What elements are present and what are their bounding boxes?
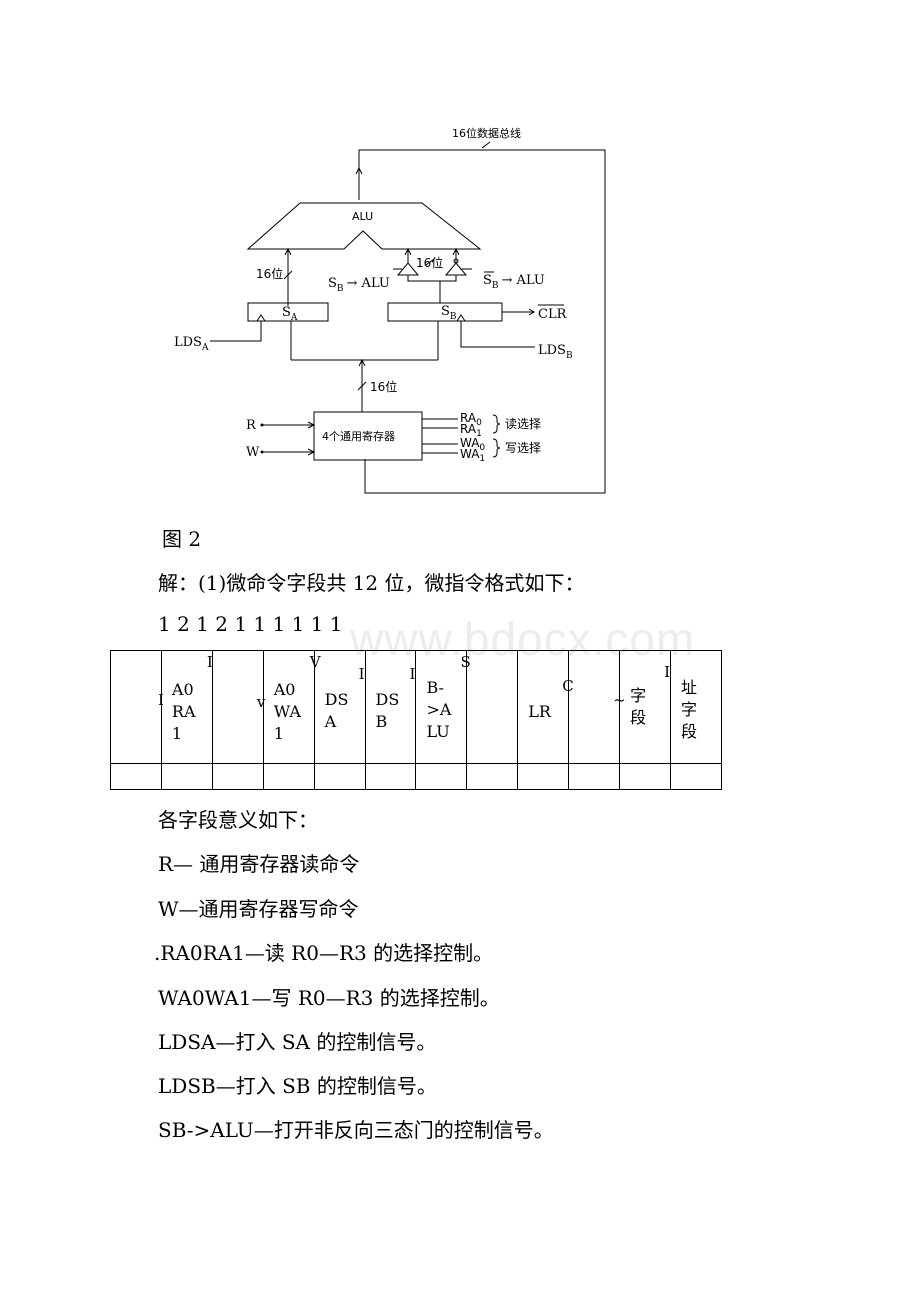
wa1-label: WA1 [460, 447, 485, 464]
width-label-a: 16位 [256, 266, 283, 281]
table-cell [466, 650, 519, 764]
table-cell [262, 763, 315, 790]
width-label-c: 16位 [370, 379, 397, 394]
definition-r: R— 通用寄存器读命令 [158, 852, 360, 876]
table-cell [160, 763, 213, 790]
ra1-label: RA1 [460, 422, 482, 439]
register-file-label: 4个通用寄存器 [322, 429, 395, 443]
table-cell [211, 763, 264, 790]
table-cell [568, 763, 621, 790]
fields-intro: 各字段意义如下： [158, 808, 318, 832]
read-select-label: 读选择 [505, 417, 541, 431]
table-cell [110, 763, 162, 790]
definition-wa: WA0WA1—写 R0—R3 的选择控制。 [158, 986, 500, 1010]
solution-line: 解：(1)微命令字段共 12 位，微指令格式如下： [158, 571, 585, 595]
register-file [313, 411, 423, 461]
sa-register [247, 302, 329, 322]
table-cell [517, 763, 570, 790]
table-cell: I [110, 650, 164, 764]
definition-w: W—通用寄存器写命令 [158, 897, 359, 921]
table-cell [415, 763, 468, 790]
table-cell [619, 763, 671, 790]
figure-caption: 图 2 [162, 527, 202, 551]
width-label-b: 16位 [416, 255, 443, 270]
alu-block [246, 202, 482, 250]
table-cell [466, 763, 519, 790]
w-label: W [246, 445, 260, 460]
clr-label: CLR [538, 307, 568, 322]
bus-label: 16位数据总线 [452, 126, 521, 140]
definition-sb-alu: SB->ALU—打开非反向三态门的控制信号。 [158, 1118, 554, 1142]
ldsa-label: LDSA [174, 335, 209, 353]
sb-alu-right-label: SB→ ALU [483, 273, 545, 291]
definition-ldsb: LDSB—打入 SB 的控制信号。 [158, 1074, 437, 1098]
sb-label: SB [441, 304, 457, 322]
table-cell [669, 763, 723, 790]
data-bus [358, 149, 606, 494]
write-select-label: 写选择 [505, 441, 541, 455]
definition-ldsa: LDSA—打入 SA 的控制信号。 [158, 1030, 437, 1054]
wa0-label: WA0 [460, 436, 485, 453]
table-cell [313, 763, 366, 790]
table-cell: v [211, 650, 265, 764]
ra0-label: RA0 [460, 411, 482, 428]
definition-ra: .RA0RA1—读 R0—R3 的选择控制。 [154, 941, 494, 965]
bit-widths: 1 2 1 2 1 1 1 1 1 1 [158, 612, 343, 636]
table-row [110, 763, 723, 790]
table-cell: ~ [568, 650, 626, 764]
datapath-diagram: 16位数据总线 ALU 16位 SA LDSA SB LDSB CLR 16位 … [174, 126, 606, 494]
table-cell: 址 字 段 [669, 650, 723, 764]
r-label: R [246, 418, 257, 433]
ldsb-label: LDSB [538, 343, 573, 361]
sb-alu-left-label: SB→ ALU [328, 276, 390, 294]
tristate-buffer-left [396, 262, 420, 276]
table-cell [364, 763, 417, 790]
sa-label: SA [282, 305, 298, 323]
alu-label: ALU [352, 210, 373, 223]
